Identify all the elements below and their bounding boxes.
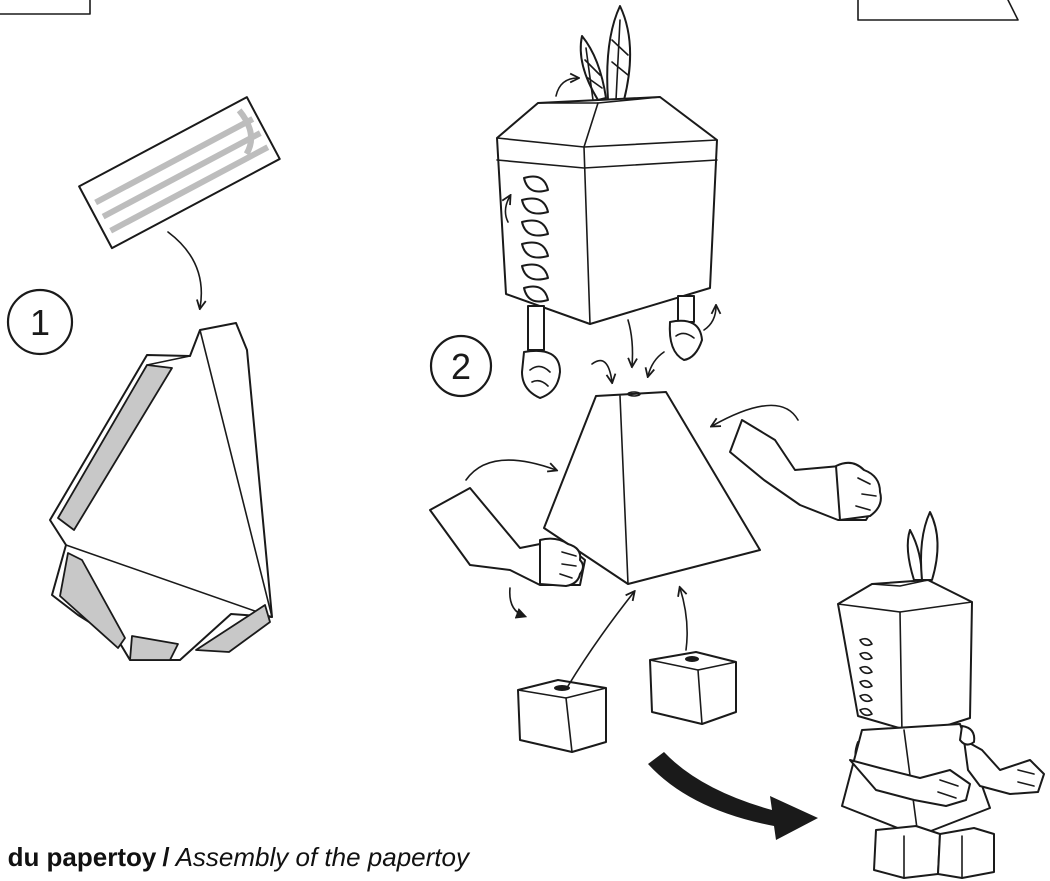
step-1-number: 1 [30, 302, 50, 343]
braid-right [668, 295, 703, 361]
head-to-torso-arrow-2 [627, 319, 633, 366]
right-arm-attach-arrow [712, 404, 799, 426]
braid-left [521, 175, 561, 399]
torso [543, 391, 761, 585]
right-arm [729, 419, 882, 521]
head-to-torso-arrow-3 [648, 351, 665, 376]
caption: ge du papertoy/Assembly of the papertoy [0, 842, 469, 873]
strip-to-body-arrow [167, 231, 201, 308]
step-2-number: 2 [451, 346, 471, 387]
braid-left-arrow [505, 196, 510, 223]
braid-right-arrow [703, 306, 716, 331]
cone-body-template [49, 322, 273, 661]
caption-french: ge du papertoy [0, 842, 157, 872]
left-foot-arrow [567, 592, 634, 687]
feather-insert-arrow [555, 78, 578, 97]
step-1-marker: 1 [6, 288, 74, 356]
finished-figure [837, 511, 1045, 879]
corner-frame-left [0, 0, 91, 15]
result-arrow [648, 752, 818, 840]
feathers [579, 5, 632, 101]
caption-separator: / [162, 842, 170, 872]
corner-frame-right [857, 0, 1019, 21]
caption-english: Assembly of the papertoy [175, 842, 469, 872]
left-arm-attach-arrow [465, 459, 556, 481]
left-arm [429, 487, 586, 587]
right-foot-arrow [680, 588, 688, 651]
head-box [496, 96, 718, 325]
left-arm-rotate-arrow [508, 587, 528, 619]
right-foot-box [649, 651, 737, 725]
folded-strip [78, 96, 281, 250]
head-to-torso-arrow-1 [591, 359, 612, 382]
left-foot-box [517, 679, 607, 753]
step-2-marker: 2 [429, 334, 493, 398]
